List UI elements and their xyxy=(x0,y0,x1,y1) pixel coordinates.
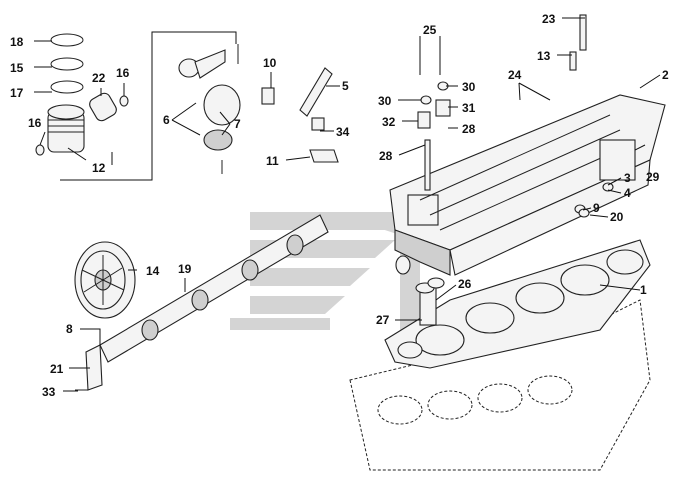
callout-32: 32 xyxy=(382,115,396,129)
callout-28: 28 xyxy=(379,149,393,163)
callout-10: 10 xyxy=(263,56,277,70)
camshaft-gear xyxy=(74,241,136,319)
camshaft xyxy=(99,214,329,363)
callout-5: 5 xyxy=(342,79,349,93)
connecting-rod xyxy=(178,44,241,174)
callout-1: 1 xyxy=(640,283,647,297)
callout-16: 16 xyxy=(28,116,42,130)
callout-21: 21 xyxy=(50,362,64,376)
cylinder-head xyxy=(389,94,666,276)
callout-3: 3 xyxy=(624,171,631,185)
callout-14: 14 xyxy=(146,264,160,278)
callout-26: 26 xyxy=(458,277,472,291)
callout-27: 27 xyxy=(376,313,390,327)
callout-11: 11 xyxy=(266,154,279,168)
callout-20: 20 xyxy=(610,210,624,224)
callout-17: 17 xyxy=(10,86,24,100)
callout-6: 6 xyxy=(163,113,170,127)
callout-19: 19 xyxy=(178,262,192,276)
valve-components xyxy=(395,14,614,326)
piston-assembly xyxy=(35,33,129,156)
thrust-plate xyxy=(75,344,103,391)
callout-16: 16 xyxy=(116,66,130,80)
callout-23: 23 xyxy=(542,12,556,26)
callout-31: 31 xyxy=(462,101,476,115)
leader-lines xyxy=(34,17,661,392)
callout-29: 29 xyxy=(646,170,660,184)
callout-13: 13 xyxy=(537,49,551,63)
head-gasket xyxy=(384,239,651,369)
callout-18: 18 xyxy=(10,35,24,49)
callout-30: 30 xyxy=(378,94,392,108)
callout-25: 25 xyxy=(423,23,437,37)
callout-15: 15 xyxy=(10,61,24,75)
callout-labels: 18 15 17 16 22 16 12 6 7 10 5 34 11 14 1… xyxy=(10,12,669,399)
callout-33: 33 xyxy=(42,385,56,399)
callout-12: 12 xyxy=(92,161,106,175)
callout-22: 22 xyxy=(92,71,106,85)
callout-8: 8 xyxy=(66,322,73,336)
callout-28: 28 xyxy=(462,122,476,136)
callout-2: 2 xyxy=(662,68,669,82)
callout-7: 7 xyxy=(234,117,241,131)
callout-34: 34 xyxy=(336,125,350,139)
callout-30: 30 xyxy=(462,80,476,94)
callout-4: 4 xyxy=(624,186,631,200)
injector xyxy=(261,67,339,163)
callout-24: 24 xyxy=(508,68,522,82)
callout-9: 9 xyxy=(593,201,600,215)
